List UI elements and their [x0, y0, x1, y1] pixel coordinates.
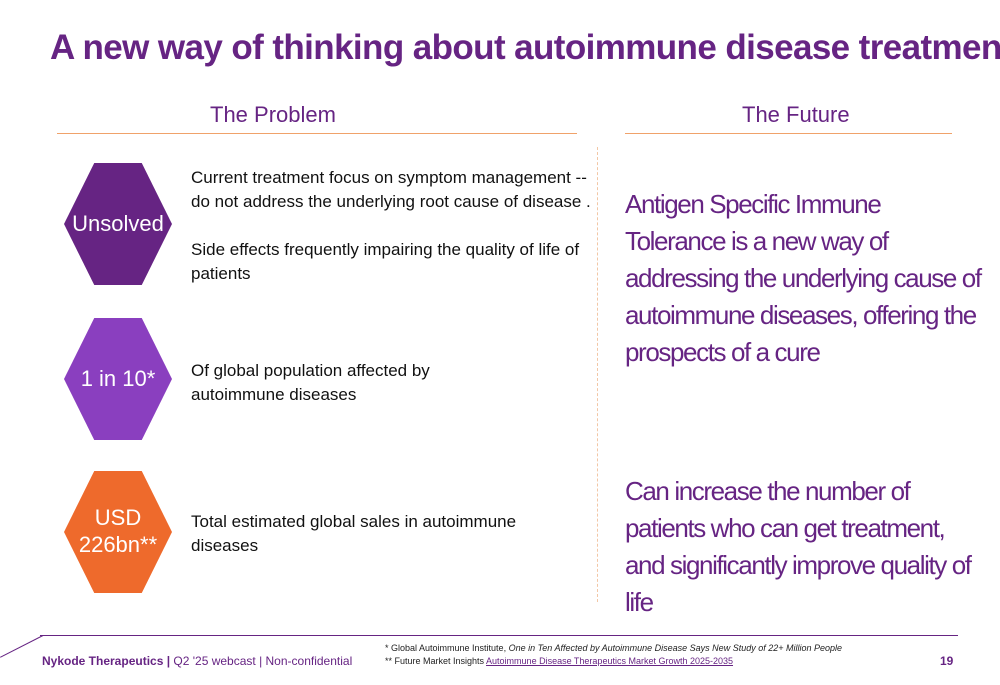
footnote-2: ** Future Market Insights Autoimmune Dis…	[385, 655, 842, 668]
slide-title: A new way of thinking about autoimmune d…	[50, 28, 1000, 67]
unsolved-description: Current treatment focus on symptom manag…	[191, 166, 591, 286]
prevalence-badge-label: 1 in 10*	[80, 365, 156, 391]
unsolved-text-1: Current treatment focus on symptom manag…	[191, 168, 591, 211]
footer-company-name: Nykode Therapeutics |	[42, 654, 171, 668]
footer-rule	[40, 635, 958, 636]
unsolved-text-2: Side effects frequently impairing the qu…	[191, 240, 580, 283]
footnote-1-source: * Global Autoimmune Institute,	[385, 643, 509, 653]
future-statement-cure: Antigen Specific Immune Tolerance is a n…	[625, 189, 982, 367]
footnote-2-source: ** Future Market Insights	[385, 656, 487, 666]
footer-accent-line	[0, 635, 44, 658]
prevalence-hexagon: 1 in 10*	[64, 318, 172, 440]
future-heading: The Future	[742, 102, 850, 127]
footnote-1-title: One in Ten Affected by Autoimmune Diseas…	[508, 643, 843, 653]
future-statement-access: Can increase the number of patients who …	[625, 476, 972, 617]
market-size-description: Total estimated global sales in autoimmu…	[191, 510, 521, 558]
future-heading-rule	[625, 133, 952, 134]
problem-heading: The Problem	[210, 102, 336, 127]
footnote-2-link[interactable]: Autoimmune Disease Therapeutics Market G…	[486, 656, 734, 666]
footer-context: Q2 '25 webcast | Non-confidential	[170, 654, 353, 668]
problem-heading-rule	[57, 133, 577, 134]
column-divider	[597, 147, 598, 602]
market-size-hexagon: USD 226bn**	[64, 471, 172, 593]
market-size-text: Total estimated global sales in autoimmu…	[191, 512, 517, 555]
unsolved-hexagon: Unsolved	[64, 163, 172, 285]
prevalence-description: Of global population affected by autoimm…	[191, 359, 451, 407]
footnotes: * Global Autoimmune Institute, One in Te…	[385, 642, 842, 668]
market-size-badge-label: USD 226bn**	[78, 505, 158, 557]
footnote-1: * Global Autoimmune Institute, One in Te…	[385, 642, 842, 655]
footer-company-info: Nykode Therapeutics | Q2 '25 webcast | N…	[42, 654, 352, 668]
page-number: 19	[940, 654, 954, 668]
prevalence-text: Of global population affected by autoimm…	[191, 361, 430, 404]
unsolved-badge-label: Unsolved	[72, 210, 164, 236]
